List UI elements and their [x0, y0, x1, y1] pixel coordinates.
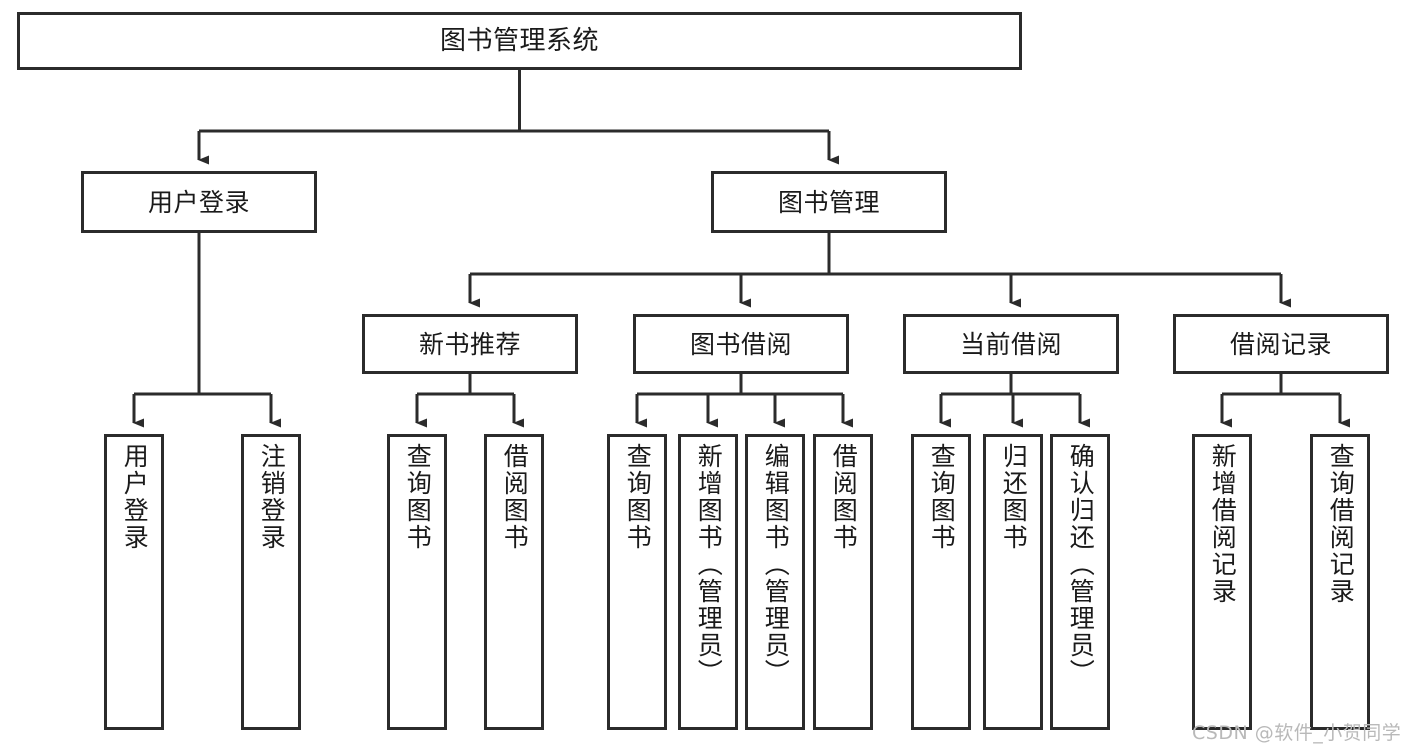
node-label: 查询借阅记录	[1326, 443, 1356, 605]
node-borrow-record[interactable]: 借阅记录	[1173, 314, 1389, 374]
node-leaf-query-borrow-record[interactable]: 查询借阅记录	[1310, 434, 1370, 730]
node-leaf-user-login[interactable]: 用户登录	[104, 434, 164, 730]
node-leaf-borrow-book[interactable]: 借阅图书	[813, 434, 873, 730]
node-leaf-confirm-return[interactable]: 确认归还（管理员）	[1050, 434, 1110, 730]
node-leaf-return-book[interactable]: 归还图书	[983, 434, 1043, 730]
node-label: 用户登录	[120, 443, 150, 551]
node-leaf-add-borrow-record[interactable]: 新增借阅记录	[1192, 434, 1252, 730]
node-book-management[interactable]: 图书管理	[711, 171, 947, 233]
node-label: 图书管理	[777, 187, 880, 217]
node-label: 查询图书	[623, 443, 653, 551]
node-label: 编辑图书（管理员）	[761, 443, 791, 686]
node-new-book-recommend[interactable]: 新书推荐	[362, 314, 578, 374]
node-leaf-borrow-book-new[interactable]: 借阅图书	[484, 434, 544, 730]
node-label: 借阅图书	[500, 443, 530, 551]
node-leaf-query-book-new[interactable]: 查询图书	[387, 434, 447, 730]
node-leaf-query-book-current[interactable]: 查询图书	[911, 434, 971, 730]
node-label: 查询图书	[927, 443, 957, 551]
node-leaf-query-book-borrow[interactable]: 查询图书	[607, 434, 667, 730]
node-label: 确认归还（管理员）	[1066, 443, 1096, 686]
node-user-login[interactable]: 用户登录	[81, 171, 317, 233]
node-label: 图书借阅	[689, 329, 792, 359]
node-label: 借阅图书	[829, 443, 859, 551]
node-label: 注销登录	[257, 443, 287, 551]
node-current-borrow[interactable]: 当前借阅	[903, 314, 1119, 374]
node-leaf-add-book[interactable]: 新增图书（管理员）	[678, 434, 738, 730]
csdn-watermark: CSDN @软件_小贺同学	[1192, 722, 1402, 744]
node-label: 借阅记录	[1229, 329, 1332, 359]
node-book-borrow[interactable]: 图书借阅	[633, 314, 849, 374]
node-label: 新书推荐	[418, 329, 521, 359]
node-label: 新增图书（管理员）	[694, 443, 724, 686]
node-label: 用户登录	[147, 187, 250, 217]
node-label: 归还图书	[999, 443, 1029, 551]
node-label: 图书管理系统	[439, 25, 599, 56]
node-leaf-logout[interactable]: 注销登录	[241, 434, 301, 730]
node-label: 新增借阅记录	[1208, 443, 1238, 605]
node-label: 查询图书	[403, 443, 433, 551]
node-label: 当前借阅	[959, 329, 1062, 359]
node-root[interactable]: 图书管理系统	[17, 12, 1022, 70]
node-leaf-edit-book[interactable]: 编辑图书（管理员）	[745, 434, 805, 730]
